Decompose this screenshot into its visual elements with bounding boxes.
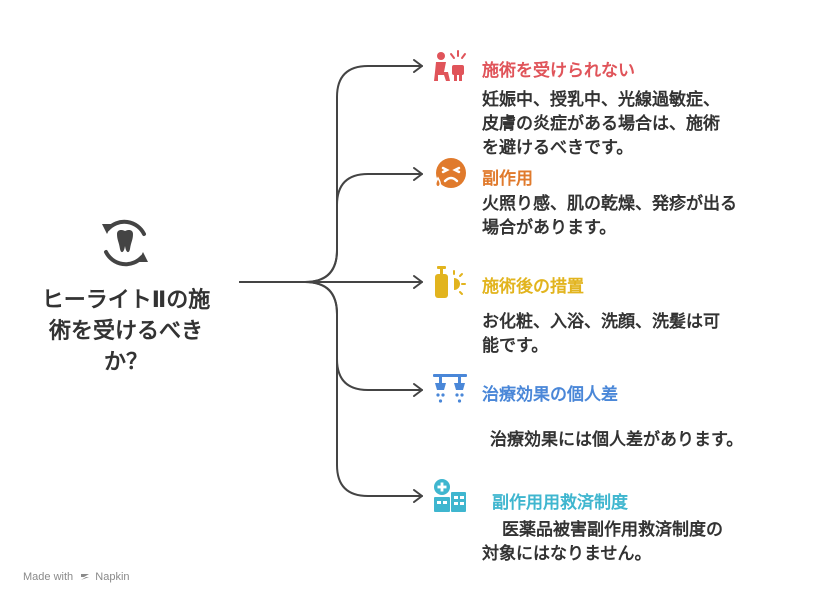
arrowhead-4 [413, 383, 423, 397]
branch-desc-relief-system: 医薬品被害副作用救済制度の 対象にはなりません。 [482, 518, 723, 566]
footer-brand: Napkin [95, 571, 130, 583]
arrowhead-3 [413, 275, 423, 289]
branch-desc-individual-differences: 治療効果には個人差があります。 [490, 428, 743, 452]
desc-line: 治療効果には個人差があります。 [490, 430, 744, 450]
branch-title-restricted: 施術を受けられない [482, 61, 635, 81]
desc-line: 対象にはなりません。 [482, 544, 652, 564]
center-title-line: ヒーライトⅡの施 [41, 288, 211, 313]
desc-line: 医薬品被害副作用救済制度の [502, 520, 723, 540]
napkin-logo-icon [81, 574, 90, 581]
desc-line: を避けるべきです。 [482, 138, 634, 158]
hospital-icon [434, 479, 466, 512]
desc-line: 皮膚の炎症がある場合は、施術 [482, 114, 720, 134]
restricted-person-icon [434, 50, 466, 81]
desc-line: 火照り感、肌の乾燥、発疹が出る [482, 194, 737, 214]
desc-line: 能です。 [482, 336, 549, 356]
branch-desc-aftercare: お化粧、入浴、洗顔、洗髪は可 能です。 [482, 310, 720, 358]
arrowhead-2 [413, 167, 423, 181]
lotion-sun-icon [435, 266, 466, 298]
branch-desc-side-effects: 火照り感、肌の乾燥、発疹が出る 場合があります。 [482, 192, 737, 240]
footer-attribution: Made with Napkin [23, 571, 130, 583]
branch-title-aftercare: 施術後の措置 [482, 277, 584, 297]
desc-line: 妊娠中、授乳中、光線過敏症、 [482, 90, 720, 110]
branch-title-side-effects: 副作用 [482, 169, 533, 189]
center-title: ヒーライトⅡの施 術を受けるべき か？ [20, 285, 232, 378]
branch-title-individual-differences: 治療効果の個人差 [482, 385, 618, 405]
arrowhead-5 [413, 489, 423, 503]
branch-title-relief-system: 副作用用救済制度 [492, 493, 628, 513]
desc-line: 場合があります。 [482, 218, 617, 238]
center-title-line: 術を受けるべき [48, 319, 203, 344]
shower-icon [433, 374, 467, 403]
branch-desc-restricted: 妊娠中、授乳中、光線過敏症、 皮膚の炎症がある場合は、施術 を避けるべきです。 [482, 88, 720, 160]
arrowhead-1 [413, 59, 423, 73]
connector-branch-5 [239, 281, 423, 497]
connector-branch-4 [239, 281, 423, 391]
center-title-line: か？ [103, 350, 148, 375]
desc-line: お化粧、入浴、洗顔、洗髪は可 [482, 312, 720, 332]
tooth-cycle-icon [102, 219, 148, 267]
footer-made-with: Made with [23, 571, 74, 583]
connector-branch-2 [239, 173, 423, 283]
sick-face-icon [435, 158, 466, 188]
